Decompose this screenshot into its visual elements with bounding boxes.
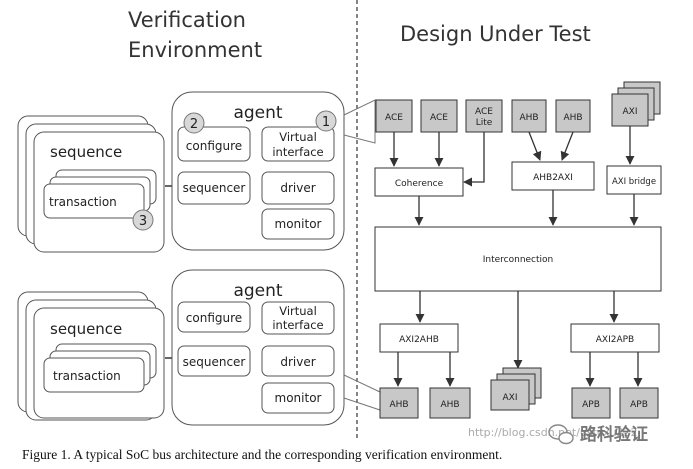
svg-text:3: 3	[139, 214, 147, 229]
agent-title: agent	[233, 281, 282, 301]
heading-design-under-test: Design Under Test	[400, 22, 591, 46]
driver-box	[261, 345, 335, 377]
svg-text:AXI: AXI	[503, 393, 518, 403]
svg-text:1: 1	[322, 115, 330, 130]
driver-box	[261, 171, 335, 205]
svg-text:configure: configure	[186, 311, 242, 325]
svg-text:driver: driver	[280, 181, 315, 195]
callout-agent-bottom-to-dut	[343, 374, 381, 411]
sequencer-box	[177, 171, 251, 205]
svg-text:AHB: AHB	[389, 400, 408, 410]
sequence-label: sequence	[50, 143, 122, 161]
svg-text:APB: APB	[582, 400, 600, 410]
svg-text:sequencer: sequencer	[183, 181, 246, 195]
callout-agent-top-to-dut	[343, 99, 376, 144]
svg-text:driver: driver	[280, 355, 315, 369]
heading-verification: Verification	[128, 8, 246, 32]
heading-environment: Environment	[128, 38, 262, 62]
sequence-stack-top: sequence transaction	[17, 115, 165, 253]
ahb-top-box-2	[555, 99, 591, 133]
axi2ahb-box	[379, 323, 459, 353]
agent-bottom: agent configure Virtual interface sequen…	[171, 269, 345, 426]
svg-text:sequencer: sequencer	[183, 355, 246, 369]
svg-text:AHB: AHB	[563, 113, 582, 123]
sequence-stack-bottom: sequence transaction	[17, 291, 165, 421]
ace-box-1	[375, 99, 413, 133]
figure-caption: Figure 1. A typical SoC bus architecture…	[22, 447, 502, 462]
apb-box-2	[619, 387, 659, 419]
svg-text:AXI2AHB: AXI2AHB	[399, 335, 439, 345]
svg-text:monitor: monitor	[275, 391, 322, 405]
axi-bottom-box	[490, 379, 530, 411]
axi-top-box	[611, 93, 649, 127]
agent-top: agent configure Virtual interface sequen…	[171, 91, 345, 251]
interconnection-box	[374, 226, 662, 292]
svg-text:ACE: ACE	[385, 113, 403, 123]
svg-text:interface: interface	[272, 318, 323, 332]
svg-text:AXI: AXI	[623, 107, 638, 117]
marker-3: 3	[132, 209, 154, 231]
transaction-label: transaction	[53, 369, 121, 383]
configure-box	[177, 301, 251, 333]
ahb-bottom-box-2	[429, 387, 471, 419]
watermark-url: http://blog.csdn.net/ustcxu222	[468, 426, 637, 439]
svg-text:AXI2APB: AXI2APB	[596, 335, 634, 345]
transaction-label: transaction	[49, 195, 117, 209]
svg-text:configure: configure	[186, 139, 242, 153]
svg-text:Lite: Lite	[476, 118, 493, 128]
agent-title: agent	[233, 103, 282, 123]
axi2apb-box	[570, 323, 660, 353]
svg-text:Interconnection: Interconnection	[483, 255, 554, 265]
marker-2: 2	[183, 112, 205, 134]
svg-text:Virtual: Virtual	[279, 304, 317, 318]
ahb-bottom-box-1	[379, 387, 419, 419]
monitor-box	[261, 382, 335, 414]
svg-text:2: 2	[190, 117, 198, 132]
svg-text:ACE: ACE	[475, 107, 493, 117]
svg-text:monitor: monitor	[275, 217, 322, 231]
monitor-box	[261, 208, 335, 240]
sequencer-box	[177, 345, 251, 377]
svg-text:Coherence: Coherence	[395, 179, 444, 189]
wechat-icon	[548, 424, 574, 445]
svg-text:ACE: ACE	[430, 113, 448, 123]
svg-text:AHB: AHB	[440, 400, 459, 410]
ahb-top-box-1	[511, 99, 547, 133]
svg-text:AHB2AXI: AHB2AXI	[533, 173, 573, 183]
watermark-name: 路科验证	[580, 424, 648, 445]
virtual-interface-box	[261, 301, 335, 335]
sequence-label: sequence	[50, 320, 122, 338]
svg-text:AHB: AHB	[519, 113, 538, 123]
svg-text:Virtual: Virtual	[279, 130, 317, 144]
svg-text:AXI bridge: AXI bridge	[612, 177, 656, 187]
configure-box	[177, 126, 251, 162]
ace-box-2	[420, 99, 458, 133]
virtual-interface-box	[261, 126, 335, 162]
marker-1: 1	[315, 110, 337, 132]
svg-text:APB: APB	[630, 400, 648, 410]
svg-text:interface: interface	[272, 145, 323, 159]
apb-box-1	[571, 387, 611, 419]
dut-block: ACE ACE ACE Lite AHB AHB AXI Coherence A…	[374, 81, 662, 419]
